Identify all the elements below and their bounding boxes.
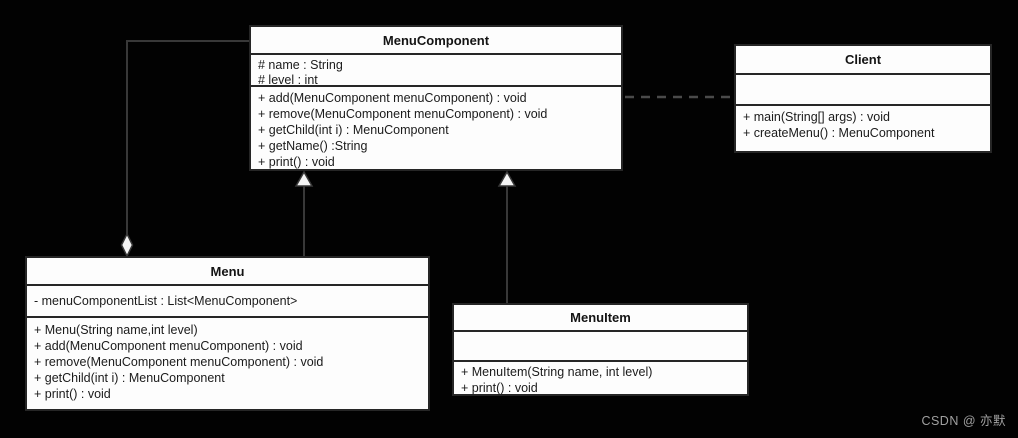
attributes-compartment: # name : String # level : int [251, 53, 621, 85]
class-menuitem: MenuItem + MenuItem(String name, int lev… [452, 303, 749, 396]
methods-compartment: + MenuItem(String name, int level) + pri… [454, 360, 747, 398]
attributes-compartment-empty [736, 73, 990, 104]
methods-compartment: + Menu(String name,int level) + add(Menu… [27, 316, 428, 413]
methods-compartment: + add(MenuComponent menuComponent) : voi… [251, 85, 621, 171]
attribute: # level : int [258, 73, 318, 85]
method: + MenuItem(String name, int level) [461, 365, 653, 379]
method: + getChild(int i) : MenuComponent [34, 371, 225, 385]
aggregation-diamond-icon [120, 232, 134, 258]
method: + remove(MenuComponent menuComponent) : … [258, 107, 548, 121]
class-title: Client [844, 52, 882, 67]
method: + add(MenuComponent menuComponent) : voi… [258, 91, 527, 105]
method: + add(MenuComponent menuComponent) : voi… [34, 339, 303, 353]
class-title: MenuComponent [382, 32, 490, 48]
method: + print() : void [461, 381, 538, 395]
class-title: MenuItem [570, 310, 631, 325]
inheritance-arrow-icon [497, 170, 517, 187]
attributes-compartment: - menuComponentList : List<MenuComponent… [27, 284, 428, 316]
class-menucomponent: MenuComponent # name : String # level : … [249, 25, 623, 171]
attribute: # name : String [258, 58, 343, 72]
method: + getName() :String [258, 139, 368, 153]
method: + getChild(int i) : MenuComponent [258, 123, 449, 137]
inheritance-connector-menu [294, 170, 314, 256]
class-menu: Menu - menuComponentList : List<MenuComp… [25, 256, 430, 411]
csdn-watermark: CSDN @ 亦默 [921, 414, 1006, 428]
aggregation-connector [120, 40, 249, 258]
method: + createMenu() : MenuComponent [743, 126, 935, 140]
attribute: - menuComponentList : List<MenuComponent… [34, 294, 298, 308]
inheritance-arrow-icon [294, 170, 314, 187]
class-client: Client + main(String[] args) : void + cr… [734, 44, 992, 153]
inheritance-connector-menuitem [497, 170, 517, 303]
method: + print() : void [34, 387, 111, 401]
method: + print() : void [258, 155, 335, 169]
class-title: Menu [210, 263, 245, 279]
method: + remove(MenuComponent menuComponent) : … [34, 355, 324, 369]
method: + Menu(String name,int level) [34, 323, 198, 337]
attributes-compartment-empty [454, 330, 747, 360]
methods-compartment: + main(String[] args) : void + createMen… [736, 104, 990, 155]
method: + main(String[] args) : void [743, 110, 890, 124]
